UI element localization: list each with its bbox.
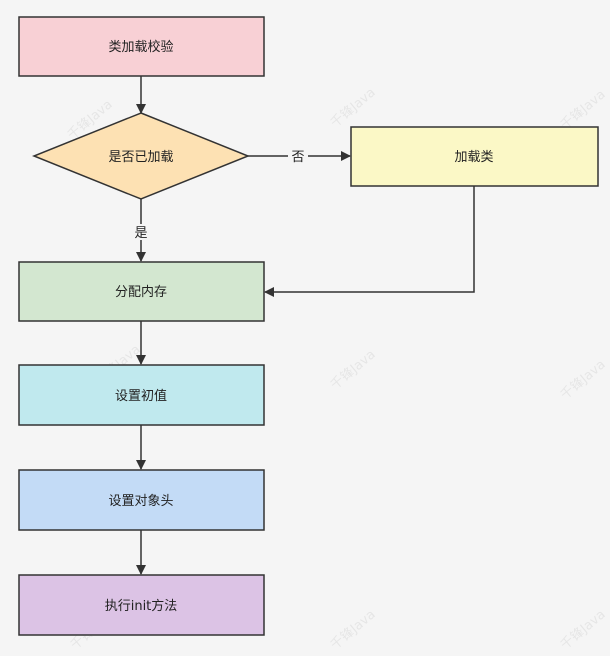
- watermark: 千锋Java: [328, 85, 379, 131]
- node-shape: [350, 126, 599, 187]
- watermark: 千锋Java: [328, 607, 379, 653]
- watermark: 千锋Java: [558, 87, 609, 133]
- node-set-header: 设置对象头: [18, 469, 265, 531]
- node-shape: [18, 364, 265, 426]
- node-label: 设置初值: [115, 388, 167, 404]
- decision-diamond: [31, 112, 251, 200]
- edge-label-bg: [288, 148, 308, 164]
- edge-label-yes: 是: [134, 226, 147, 241]
- node-label: 加载类: [454, 150, 493, 165]
- watermark: 千锋Java: [558, 607, 609, 653]
- node-label: 执行init方法: [105, 598, 178, 614]
- watermark: 千锋Java: [328, 347, 379, 393]
- node-shape: [18, 574, 265, 636]
- watermark: 千锋Java: [558, 357, 609, 403]
- node-load-class: 加载类: [350, 126, 599, 187]
- node-class-load-check: 类加载校验: [18, 16, 265, 77]
- edge-label-bg: [131, 224, 151, 240]
- edge-label-no: 否: [291, 150, 304, 165]
- node-set-initial: 设置初值: [18, 364, 265, 426]
- node-label: 设置对象头: [108, 494, 173, 509]
- node-label: 类加载校验: [108, 39, 173, 55]
- node-shape: [18, 261, 265, 322]
- edge-load-to-alloc: [264, 186, 475, 297]
- node-is-loaded-decision: 是否已加载: [31, 112, 251, 200]
- node-label: 是否已加载: [108, 150, 173, 165]
- node-alloc-memory: 分配内存: [18, 261, 265, 322]
- node-shape: [18, 469, 265, 531]
- node-label: 分配内存: [115, 284, 167, 300]
- node-shape: [18, 16, 265, 77]
- node-exec-init: 执行init方法: [18, 574, 265, 636]
